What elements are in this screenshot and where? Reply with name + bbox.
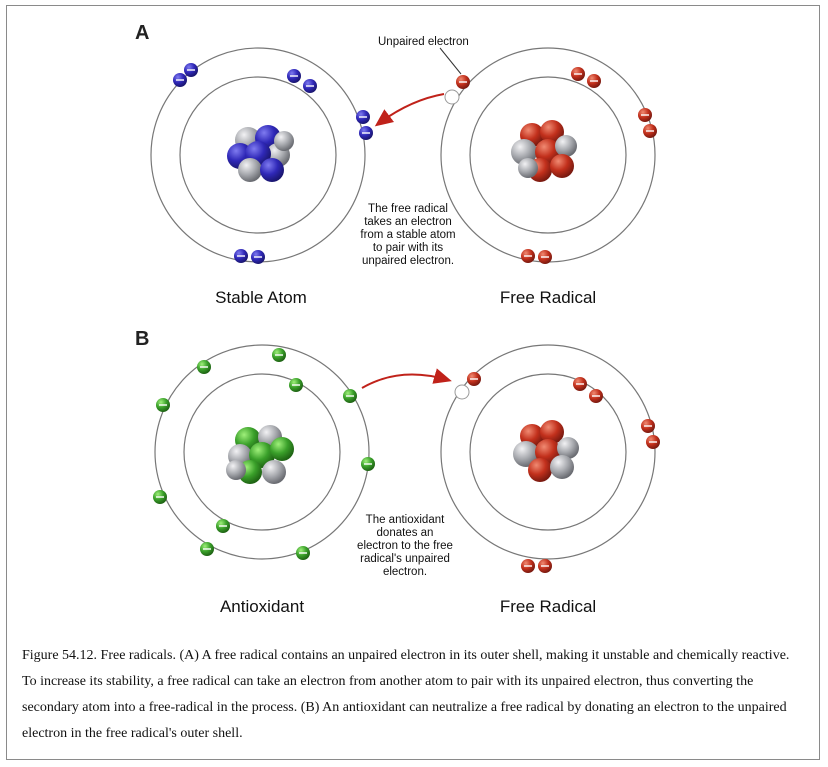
electron (361, 457, 375, 471)
note-line: electron to the free (357, 540, 453, 552)
radical-a-electrons (444, 67, 657, 264)
note-line: electron. (382, 566, 428, 578)
electron (287, 69, 301, 83)
electron (521, 249, 535, 263)
electron (234, 249, 248, 263)
stable-nucleus (227, 125, 294, 182)
electron-vacancy (454, 384, 470, 400)
antioxidant-label: Antioxidant (219, 597, 305, 616)
electron (296, 546, 310, 560)
stable-electrons (173, 63, 373, 264)
radical-a-nucleus (511, 120, 577, 182)
electron (589, 389, 603, 403)
electron (216, 519, 230, 533)
electron (571, 67, 585, 81)
electron (359, 126, 373, 140)
electron (641, 419, 655, 433)
electron (573, 377, 587, 391)
electron (356, 110, 370, 124)
panel-a-note: The free radical takes an electron from … (343, 203, 473, 268)
antioxidant-nucleus (226, 425, 294, 484)
unpaired-electron (456, 75, 470, 89)
electron (343, 389, 357, 403)
note-line: unpaired electron. (361, 255, 455, 267)
transfer-arrow-b (361, 368, 452, 389)
electron (184, 63, 198, 77)
electron (289, 378, 303, 392)
note-line: donates an (376, 527, 434, 539)
electron (251, 250, 265, 264)
unpaired-electron (467, 372, 481, 386)
electron (587, 74, 601, 88)
free-radical-label-b: Free Radical (499, 597, 597, 616)
note-line: The antioxidant (365, 514, 445, 526)
radical-b-outer-shell (440, 344, 656, 560)
panel-b-note: The antioxidant donates an electron to t… (340, 514, 470, 579)
electron (272, 348, 286, 362)
note-line: from a stable atom (360, 229, 456, 241)
radical-b-electrons (454, 372, 660, 573)
panel-letter-a: A (135, 22, 150, 44)
electron (538, 250, 552, 264)
electron (156, 398, 170, 412)
stable-inner-shell (179, 76, 337, 234)
unpaired-electron-callout: Unpaired electron (378, 36, 469, 48)
antioxidant-inner-shell (183, 373, 341, 531)
unpaired-callout-line (439, 47, 462, 75)
note-line: to pair with its (372, 242, 444, 254)
antioxidant-outer-shell (154, 344, 370, 560)
electron (538, 559, 552, 573)
electron (643, 124, 657, 138)
figure-frame (6, 5, 820, 760)
free-radical-label-a: Free Radical (499, 288, 597, 307)
electron (197, 360, 211, 374)
radical-b-nucleus (513, 420, 579, 482)
electron (303, 79, 317, 93)
note-line: radical's unpaired (360, 553, 450, 565)
note-line: takes an electron (364, 216, 452, 228)
electron (521, 559, 535, 573)
radical-a-inner-shell (469, 76, 627, 234)
electron (638, 108, 652, 122)
note-line: The free radical (368, 203, 448, 215)
panel-letter-b: B (135, 328, 150, 350)
electron (200, 542, 214, 556)
radical-b-inner-shell (469, 373, 627, 531)
antioxidant-electrons (153, 348, 375, 560)
electron-vacancy (444, 89, 460, 105)
electron (173, 73, 187, 87)
transfer-arrow-a (374, 93, 445, 127)
figure-caption: Figure 54.12. Free radicals. (A) A free … (22, 648, 790, 741)
stable-atom-label: Stable Atom (215, 288, 307, 307)
electron (153, 490, 167, 504)
electron (646, 435, 660, 449)
